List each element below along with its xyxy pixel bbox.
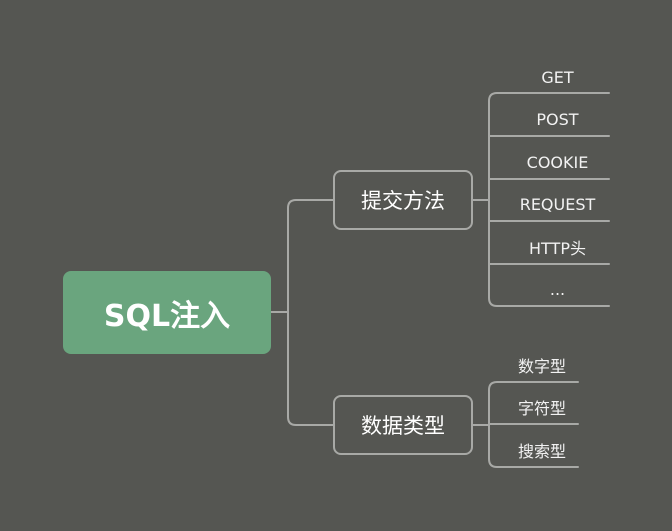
leaf-node-more[interactable]: ... — [506, 275, 609, 303]
leaf-label: ... — [549, 279, 566, 299]
leaf-label: 搜索型 — [517, 442, 566, 461]
leaf-label: POST — [536, 109, 579, 129]
branch-node-data-type[interactable]: 数据类型 — [333, 395, 473, 455]
root-node[interactable]: SQL注入 — [63, 271, 271, 354]
leaf-node-http-header[interactable]: HTTP头 — [506, 233, 609, 261]
leaf-label: COOKIE — [526, 152, 589, 172]
leaf-node-post[interactable]: POST — [506, 105, 609, 133]
leaf-label: GET — [541, 67, 574, 87]
leaf-node-request[interactable]: REQUEST — [506, 190, 609, 218]
branch-label: 数据类型 — [361, 414, 445, 438]
branch-node-submission-method[interactable]: 提交方法 — [333, 170, 473, 230]
leaf-label: REQUEST — [519, 194, 596, 214]
leaf-node-search[interactable]: 搜索型 — [506, 436, 578, 464]
leaf-label: 数字型 — [517, 357, 566, 376]
leaf-node-numeric[interactable]: 数字型 — [506, 351, 578, 379]
leaf-node-cookie[interactable]: COOKIE — [506, 148, 609, 176]
root-label: SQL注入 — [103, 298, 231, 334]
leaf-node-get[interactable]: GET — [506, 63, 609, 91]
branch-label: 提交方法 — [361, 189, 445, 213]
leaf-label: 字符型 — [517, 399, 566, 418]
leaf-node-string[interactable]: 字符型 — [506, 393, 578, 421]
leaf-label: HTTP头 — [529, 239, 586, 258]
